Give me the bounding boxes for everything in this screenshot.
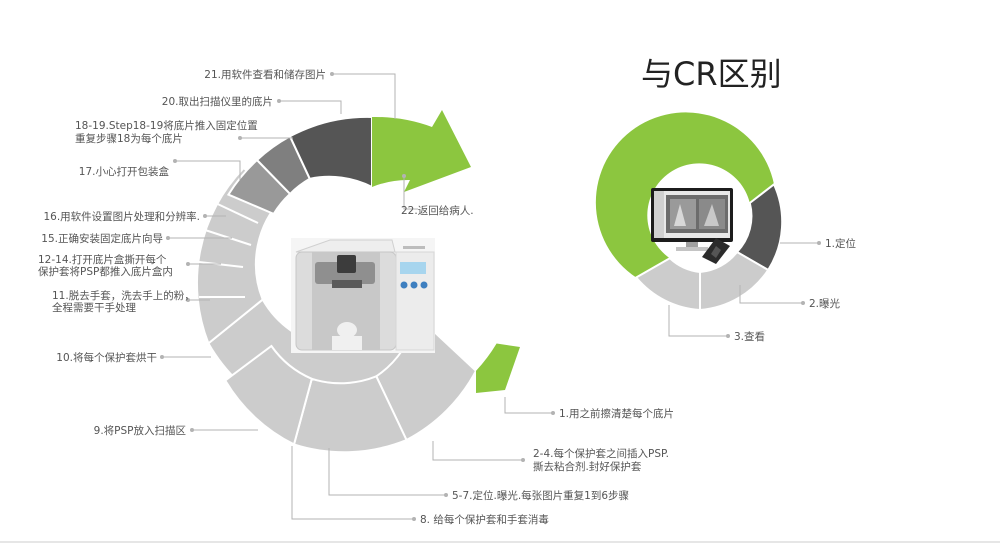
step-label-9: 9.将PSP放入扫描区: [94, 424, 186, 437]
step-label-18-19: 18-19.Step18-19将底片推入固定位置 重复步骤18为每个底片: [75, 119, 261, 145]
step-label-10: 10.将每个保护套烘干: [56, 351, 157, 364]
step-label-16: 16.用软件设置图片处理和分辨率.: [43, 210, 200, 223]
step-label-22: 22.返回给病人.: [401, 204, 474, 217]
comparison-label-1: 1.定位: [825, 237, 857, 250]
step-label-5-7: 5-7.定位.曝光.每张图片重复1到6步骤: [452, 489, 629, 502]
step-label-11: 11.脱去手套，洗去手上的粉， 全程需要干手处理: [52, 289, 198, 314]
scanner-device-image: [291, 238, 435, 353]
step-label-21: 21.用软件查看和储存图片: [204, 68, 326, 81]
bottom-divider: [0, 541, 1000, 543]
step-label-15: 15.正确安装固定底片向导: [41, 232, 163, 245]
step-label-1: 1.用之前擦清楚每个底片: [559, 407, 674, 420]
step-label-12-14: 12-14.打开底片盒撕开每个 保护套将PSP都推入底片盒内: [38, 253, 173, 278]
comparison-title: 与CR区别: [641, 55, 782, 93]
ring-segment-green-start: [476, 344, 520, 394]
step-label-8: 8. 给每个保护套和手套消毒: [420, 513, 549, 526]
comparison-label-3: 3.查看: [734, 330, 765, 343]
step-label-20: 20.取出扫描仪里的底片: [162, 95, 273, 108]
monitor-with-xray-image: [651, 188, 733, 264]
step-label-2-4: 2-4.每个保护套之间插入PSP. 撕去粘合剂.封好保护套: [533, 447, 672, 473]
ring-arrow-top: [372, 110, 471, 192]
comparison-label-2: 2.曝光: [809, 297, 841, 310]
step-label-17: 17.小心打开包装盒: [79, 165, 170, 178]
